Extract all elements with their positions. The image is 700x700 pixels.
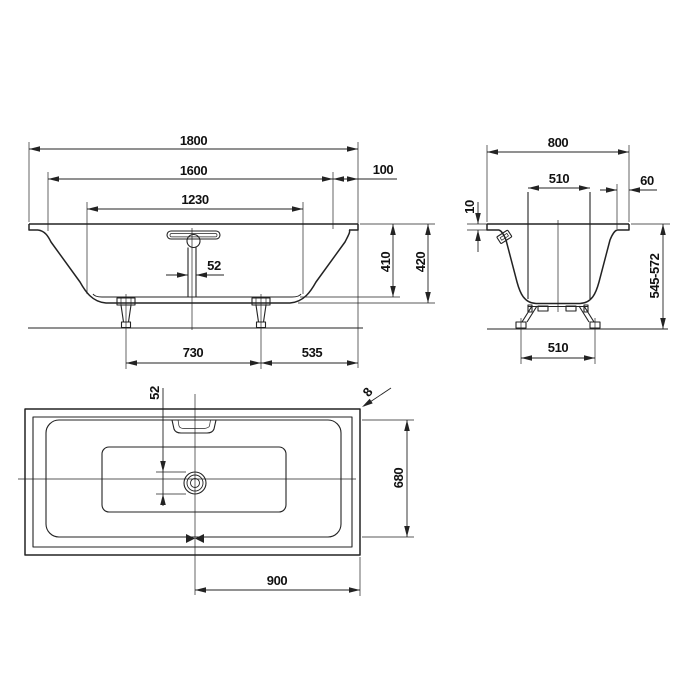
plan-view: 52 8 680 900	[18, 385, 414, 596]
end-tub-outline	[486, 192, 630, 312]
end-left-leg	[515, 305, 538, 364]
dim-label-center-to-end: 900	[267, 573, 288, 588]
front-right-leg	[251, 294, 271, 331]
dim-label-inner-length: 1600	[180, 163, 207, 178]
plan-drain	[183, 471, 207, 495]
dim-label-plan-inner-width: 680	[391, 468, 406, 489]
dim-label-height-range: 545-572	[647, 253, 662, 298]
dim-label-overall-width: 800	[548, 135, 569, 150]
dim-label-rim-width: 60	[640, 173, 654, 188]
dim-label-leg-stance-width: 510	[548, 340, 569, 355]
dim-label-drain-diameter-front: 52	[207, 258, 221, 273]
dim-label-drain-diameter-plan: 52	[147, 386, 162, 400]
plan-tub-outline	[18, 394, 361, 595]
overflow-knob-icon	[186, 233, 201, 249]
dim-label-leg-spacing: 730	[183, 345, 204, 360]
front-left-leg	[116, 294, 136, 331]
plan-overflow-slot	[171, 419, 217, 434]
end-support-rail	[527, 304, 589, 313]
plan-dimension-lines	[156, 387, 414, 596]
end-overflow-fitting	[496, 229, 513, 244]
dim-label-inner-depth: 410	[378, 252, 393, 273]
dim-label-rim-overhang: 100	[373, 162, 394, 177]
front-dimension-lines	[28, 142, 435, 369]
dim-label-overall-length: 1800	[180, 133, 207, 148]
front-overflow-fitting	[166, 230, 221, 297]
dim-label-inner-width: 510	[549, 171, 570, 186]
plan-center-mark	[186, 534, 204, 543]
dim-label-overall-height: 420	[413, 252, 428, 273]
dim-label-bottom-length: 1230	[181, 192, 208, 207]
dim-label-rim-thickness: 10	[462, 200, 477, 214]
front-view: 1800 1600 100 1230 52 410 420 730 535	[28, 133, 435, 369]
dim-label-leg-to-edge: 535	[302, 345, 323, 360]
dim-label-edge-radius: 8	[360, 385, 376, 400]
end-dimension-lines	[467, 145, 670, 361]
end-view: 800 510 60 10 545-572 510	[462, 135, 670, 364]
end-right-leg	[578, 305, 601, 364]
front-tub-outline	[28, 223, 359, 330]
